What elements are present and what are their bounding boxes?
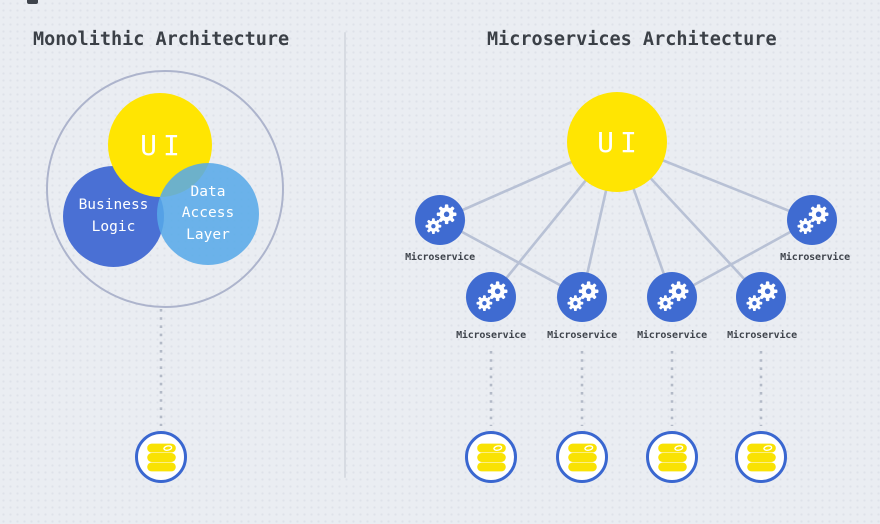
microservice-node-lower-4	[736, 272, 786, 322]
monolith-boundary-circle	[46, 70, 284, 308]
cropped-artifact	[27, 0, 38, 4]
microservices-ui-circle: UI	[567, 92, 667, 192]
database-icon	[567, 442, 597, 472]
microservices-title: Microservices Architecture	[487, 29, 777, 50]
monolith-database-node	[135, 431, 187, 483]
microservice-label: Microservice	[456, 330, 526, 341]
database-icon	[146, 442, 176, 472]
microservice-label: Microservice	[780, 252, 850, 263]
microservice-node-lower-2	[557, 272, 607, 322]
microservice-node-upper-left	[415, 195, 465, 245]
business-logic-label: Business Logic	[78, 197, 149, 235]
gears-icon	[418, 198, 462, 242]
monolithic-title: Monolithic Architecture	[33, 29, 290, 50]
data-access-circle: Data Access Layer	[157, 163, 259, 265]
microservice-label: Microservice	[727, 330, 797, 341]
microservice-label: Microservice	[547, 330, 617, 341]
monolith-ui-label: UI	[140, 128, 186, 162]
database-node-4	[735, 431, 787, 483]
microservice-label: Microservice	[405, 252, 475, 263]
panel-divider	[344, 32, 346, 478]
database-icon	[746, 442, 776, 472]
database-node-2	[556, 431, 608, 483]
gears-icon	[650, 275, 694, 319]
microservice-node-lower-1	[466, 272, 516, 322]
database-node-1	[465, 431, 517, 483]
gears-icon	[739, 275, 783, 319]
database-icon	[476, 442, 506, 472]
gears-icon	[560, 275, 604, 319]
data-access-label: Data Access Layer	[181, 184, 235, 243]
microservice-node-lower-3	[647, 272, 697, 322]
microservices-ui-label: UI	[597, 125, 643, 159]
gears-icon	[469, 275, 513, 319]
database-node-3	[646, 431, 698, 483]
microservice-node-upper-right	[787, 195, 837, 245]
gears-icon	[790, 198, 834, 242]
microservice-label: Microservice	[637, 330, 707, 341]
database-icon	[657, 442, 687, 472]
